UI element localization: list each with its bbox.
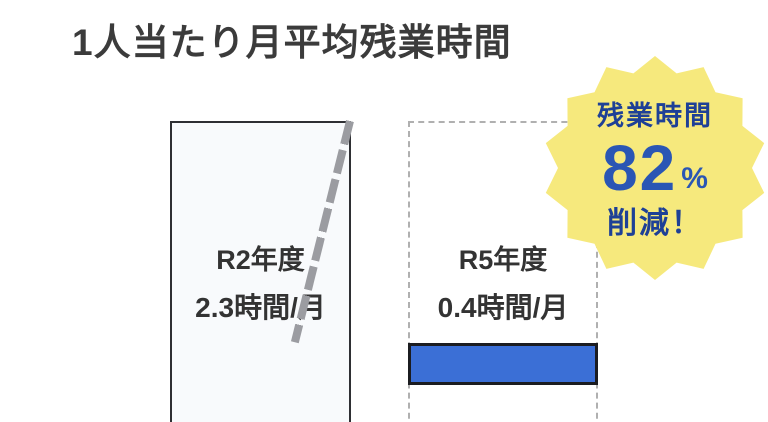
bar-r2-label: R2年度 [216, 245, 305, 275]
badge-footer: 削減！ [607, 207, 703, 241]
badge-heading: 残業時間 [597, 100, 713, 131]
bar-r5-label: R5年度 [458, 245, 548, 275]
bar-r5-solid [408, 343, 598, 385]
starburst-badge: 残業時間 82 % 削減！ [540, 50, 768, 286]
bar-r5-value: 0.4時間/月 [437, 292, 569, 323]
page-title: 1人当たり月平均残業時間 [72, 22, 512, 63]
badge-percent-sign: % [681, 162, 708, 196]
badge-percent-value: 82 [602, 131, 678, 204]
starburst-icon [545, 56, 765, 280]
starburst-shape [545, 56, 765, 280]
bar-r2: R2年度 2.3時間/月 [170, 121, 351, 422]
badge-number-row: 82 % [602, 131, 708, 204]
badge-content: 残業時間 82 % 削減！ [540, 50, 768, 286]
